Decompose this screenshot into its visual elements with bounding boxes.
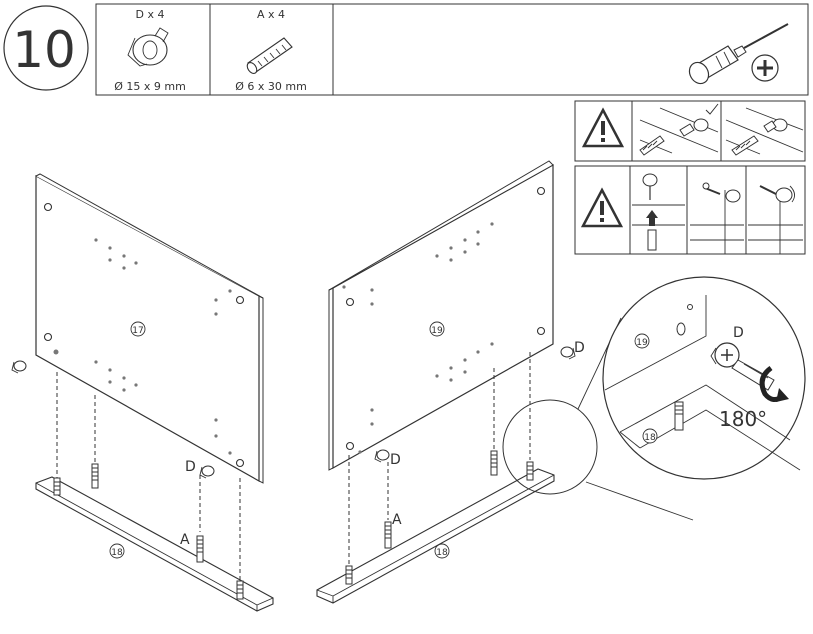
cam-callout: D (390, 452, 401, 468)
base-18-left: 18 (35, 476, 274, 612)
parts-header: D x 4 Ø 15 x 9 mm A x 4 Ø 6 x 30 mm (95, 3, 809, 96)
cam-callout: D (185, 459, 196, 475)
cam-callout: D (574, 340, 585, 356)
cam-lock-icon (127, 27, 169, 67)
left-assembly: 17 D 18 (11, 173, 274, 612)
wooden-dowel-icon (526, 461, 534, 481)
wooden-dowel-icon (91, 463, 99, 489)
dowel-callout: A (392, 512, 402, 528)
cam-insert-step-icon (632, 173, 685, 251)
part-dowel: A x 4 Ø 6 x 30 mm (235, 8, 307, 93)
part-count-label: D x 4 (136, 8, 165, 21)
cam-lock-icon (11, 360, 27, 374)
rotate-arrow-icon (759, 365, 789, 402)
warning-triangle-icon (580, 187, 624, 228)
wooden-dowel-icon (236, 580, 244, 600)
cam-locked-step-icon (748, 185, 803, 254)
part-size-label: Ø 15 x 9 mm (114, 80, 186, 93)
part-cam-lock: D x 4 Ø 15 x 9 mm (114, 8, 186, 93)
base-label: 18 (436, 548, 448, 558)
dowel-callout: A (180, 532, 190, 548)
wooden-dowel-icon (345, 565, 353, 585)
base-label: 18 (111, 548, 123, 558)
panel-17: 17 (35, 173, 264, 484)
warning-triangle-icon (581, 107, 625, 148)
panel-19: 19 (328, 160, 554, 471)
cam-lock-icon (560, 346, 576, 360)
step-number: 10 (12, 21, 76, 79)
cam-lock-icon (199, 465, 215, 479)
wooden-dowel-icon (53, 477, 61, 496)
wooden-dowel-icon (196, 535, 204, 563)
base-18-right: 18 (316, 468, 555, 604)
step-badge: 10 (3, 5, 89, 91)
wooden-dowel-icon (490, 450, 498, 476)
cam-lock-icon (710, 342, 740, 368)
part-count-label: A x 4 (257, 8, 285, 21)
detail-marker-circle (502, 399, 598, 495)
phillips-screwdriver-icon (688, 23, 789, 85)
wooden-dowel-icon (384, 521, 392, 549)
warning-box-dowel-glue (574, 100, 806, 162)
zoom-panel-label: 19 (636, 338, 648, 348)
dowel-insert-wrong-icon (725, 107, 804, 156)
warning-box-cam-orientation (574, 165, 806, 255)
panel-label: 19 (431, 326, 443, 336)
wooden-dowel-icon (246, 37, 293, 74)
cam-rotate-step-icon (690, 182, 744, 254)
zoom-cam-label: D (733, 325, 744, 341)
wooden-dowel-icon (674, 401, 684, 431)
zoom-base-label: 18 (644, 433, 656, 443)
cam-lock-icon (374, 449, 390, 463)
dowel-insert-correct-icon (639, 103, 719, 156)
rotation-label: 180° (719, 407, 767, 431)
panel-label: 17 (132, 326, 143, 336)
right-assembly: 19 D D 18 A (316, 160, 694, 604)
zoom-detail: 19 18 D 180° (602, 276, 806, 480)
part-size-label: Ø 6 x 30 mm (235, 80, 307, 93)
